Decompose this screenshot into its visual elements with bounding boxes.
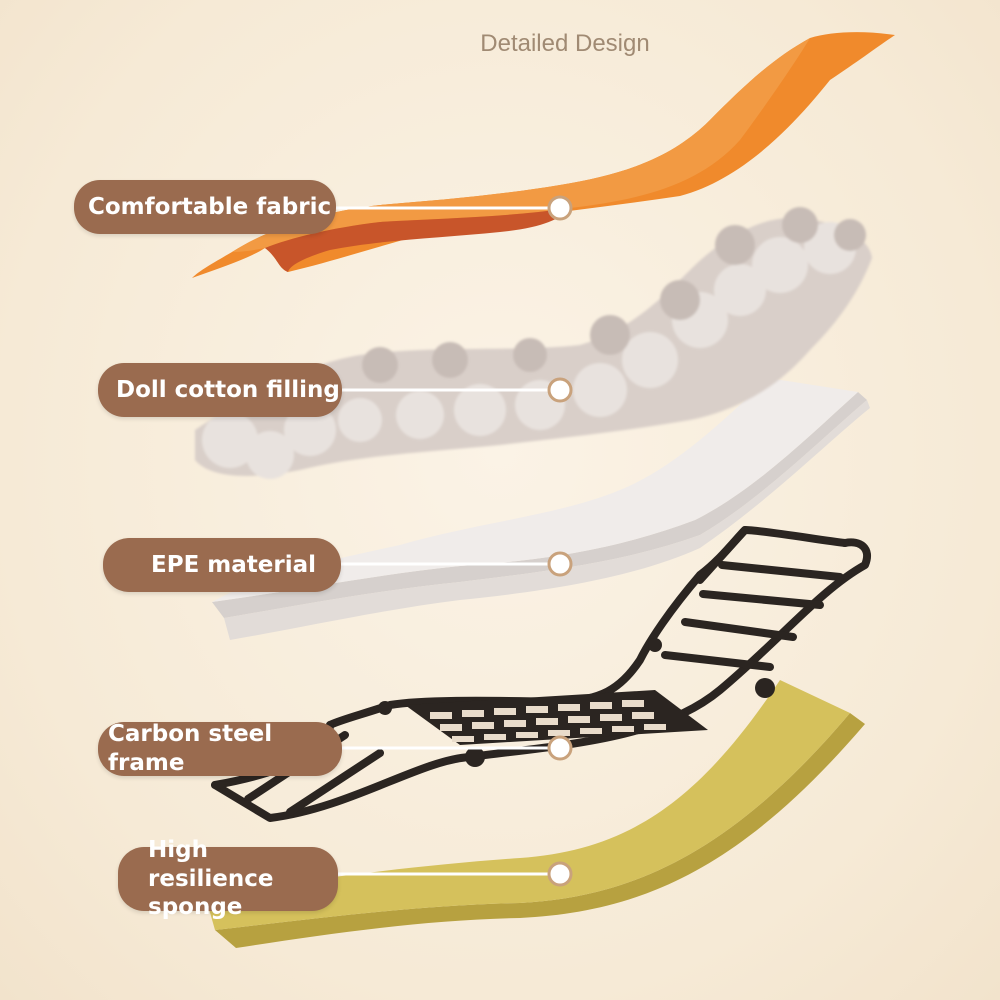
label-high-resilience-sponge: High resilience sponge [118,837,338,920]
diagram-title: Detailed Design [480,30,650,57]
label-carbon-steel-frame-text: Carbon steel frame [108,721,273,776]
label-comfortable-fabric: Comfortable fabric [74,180,336,234]
label-comfortable-fabric-text: Comfortable fabric [88,193,332,220]
label-sponge-line2: sponge [148,894,243,921]
marker-dot-frame [547,735,573,761]
label-doll-cotton-filling: Doll cotton filling [98,363,342,417]
label-sponge-line1: High resilience [148,836,274,892]
leader-lines [335,206,560,876]
marker-dot-fabric [547,195,573,221]
marker-dots [547,195,573,887]
marker-dot-cotton [547,377,573,403]
marker-dot-sponge [547,861,573,887]
cotton-layer [195,207,872,479]
label-carbon-steel-frame: Carbon steel frame [98,721,342,776]
label-epe-material: EPE material [103,538,341,592]
label-doll-cotton-filling-text: Doll cotton filling [116,376,340,403]
marker-dot-epe [547,551,573,577]
steel-frame-mesh [405,690,708,745]
label-epe-material-text: EPE material [151,551,316,578]
